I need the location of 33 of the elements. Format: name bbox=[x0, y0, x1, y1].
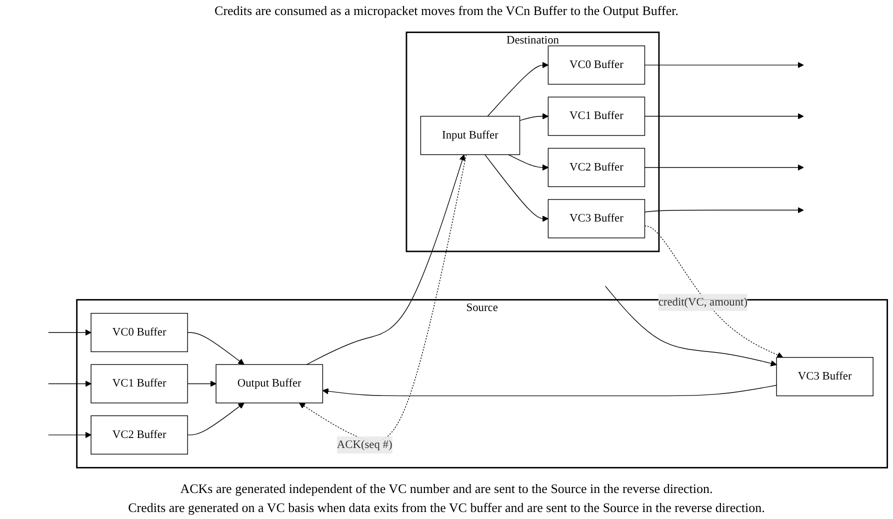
node-box: VC0 Buffer bbox=[548, 45, 646, 85]
arrow bbox=[48, 380, 92, 387]
node-box: VC2 Buffer bbox=[548, 148, 646, 188]
arrow bbox=[644, 62, 804, 68]
arrow bbox=[644, 113, 804, 120]
note-text: Credits are consumed as a micropacket moves from the VCn Buffer to the Output Buffer. bbox=[214, 3, 678, 19]
arrow bbox=[322, 384, 777, 396]
arrow bbox=[306, 154, 466, 365]
arrow bbox=[644, 225, 784, 358]
arrow bbox=[487, 62, 548, 117]
arrow bbox=[48, 329, 92, 336]
edge-label: ACK(seq #) bbox=[336, 438, 392, 451]
arrow bbox=[644, 207, 804, 214]
node-box: VC0 Buffer bbox=[90, 312, 188, 352]
arrow bbox=[187, 332, 244, 365]
node-box: VC2 Buffer bbox=[90, 415, 188, 455]
arrow bbox=[187, 402, 244, 436]
arrow bbox=[519, 113, 548, 121]
node-box: VC1 Buffer bbox=[90, 364, 188, 404]
arrow bbox=[484, 154, 548, 222]
node-box: Output Buffer bbox=[216, 364, 324, 404]
arrow bbox=[187, 380, 216, 387]
arrow bbox=[48, 432, 92, 438]
node-box: VC3 Buffer bbox=[776, 357, 874, 396]
edge-label: credit(VC, amount) bbox=[658, 296, 748, 308]
note-text: ACKs are generated independent of the VC number and are sent to the Source in the reverse direction. bbox=[179, 481, 714, 497]
node-box: VC3 Buffer bbox=[548, 199, 646, 238]
arrow bbox=[605, 286, 777, 366]
arrow bbox=[644, 164, 804, 171]
arrow bbox=[508, 154, 548, 171]
note-text: Credits are generated on a VC basis when data exits from the VC buffer and are sent to the Source in the reverse direction. bbox=[128, 500, 765, 516]
node-box: Input Buffer bbox=[420, 116, 520, 156]
node-box: VC1 Buffer bbox=[548, 96, 646, 136]
